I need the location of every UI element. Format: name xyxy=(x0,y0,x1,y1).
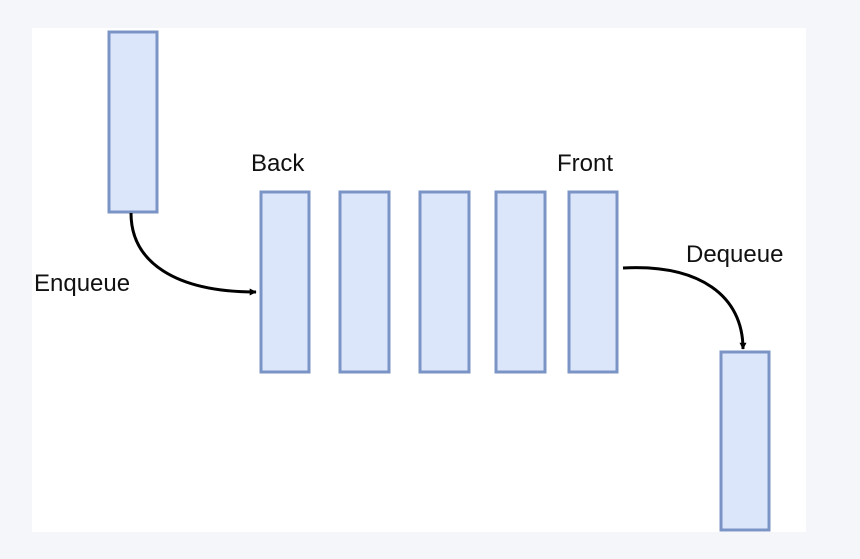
dequeue-arrow xyxy=(622,266,747,350)
back-label: Back xyxy=(251,150,305,177)
queue-element-back xyxy=(259,190,311,374)
queue-element-front xyxy=(567,190,619,374)
queue-element-2 xyxy=(338,190,391,374)
enqueue-arrow xyxy=(129,212,257,296)
enqueue-label: Enqueue xyxy=(34,270,130,297)
queue-element-4 xyxy=(494,190,547,374)
dequeue-label: Dequeue xyxy=(686,241,783,268)
front-label: Front xyxy=(557,150,613,177)
incoming-element xyxy=(107,30,159,214)
queue xyxy=(259,190,619,374)
outgoing-element xyxy=(719,350,771,532)
queue-element-3 xyxy=(418,190,471,374)
